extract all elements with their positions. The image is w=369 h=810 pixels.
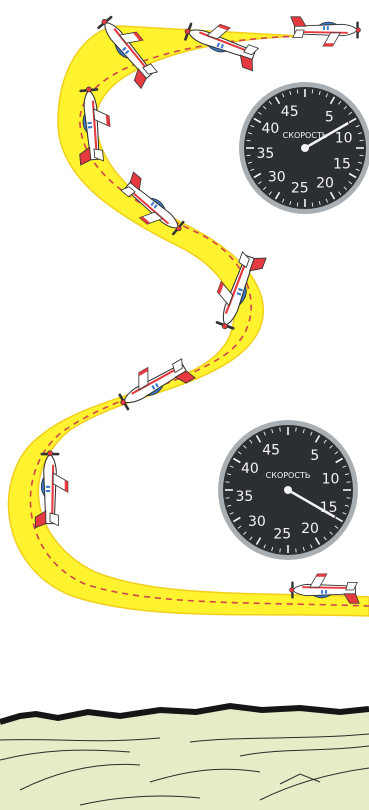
gauge-tick	[347, 498, 351, 499]
gauge-tick	[247, 140, 251, 141]
gauge-label: СКОРОСТЬ	[266, 471, 311, 480]
gauge-tick	[296, 549, 297, 553]
gauge-number: 45	[281, 104, 299, 120]
gauge-number: 30	[268, 169, 286, 185]
gauge-number: 10	[322, 472, 340, 488]
gauge-number: 40	[241, 461, 259, 477]
gauge-number: 10	[335, 131, 353, 147]
gauge-number: 5	[310, 448, 319, 464]
gauge-number: 25	[273, 527, 291, 543]
gauge-tick	[347, 482, 351, 483]
gauge-number: 20	[301, 521, 319, 537]
gauge-tick	[297, 203, 298, 207]
gauge-tick	[280, 549, 281, 553]
gauge-number: 15	[333, 156, 351, 172]
gauge-number: 30	[248, 514, 266, 530]
gauge-number: 35	[235, 489, 253, 505]
gauge-number: 20	[316, 176, 334, 192]
ground	[0, 706, 369, 810]
gauge-tick	[296, 428, 297, 432]
airplane-icon	[291, 17, 361, 46]
gauge-tick	[312, 203, 313, 207]
gauge-number: 35	[256, 146, 274, 162]
gauge-number: 40	[261, 121, 279, 137]
gauge-tick	[280, 428, 281, 432]
gauge-tick	[312, 90, 313, 94]
gauge-number: 25	[291, 181, 309, 197]
gauge-tick	[297, 90, 298, 94]
gauge-number: 5	[325, 109, 334, 125]
gauge-tick	[360, 140, 364, 141]
gauge-tick	[247, 155, 251, 156]
gauge-tick	[226, 498, 230, 499]
gauge-number: 45	[262, 442, 280, 458]
gauge-tick	[226, 482, 230, 483]
gauge-tick	[360, 155, 364, 156]
